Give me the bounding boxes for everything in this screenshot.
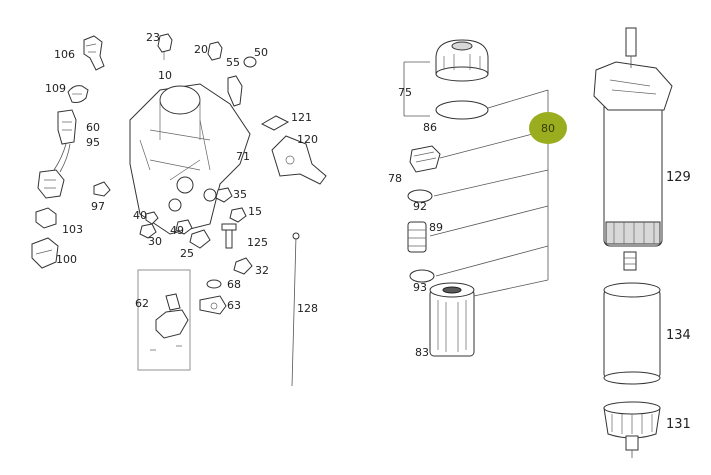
label-120[interactable]: 120: [297, 133, 318, 146]
label-23[interactable]: 23: [146, 31, 160, 44]
label-109[interactable]: 109: [45, 82, 66, 95]
label-129[interactable]: 129: [666, 170, 691, 185]
part-25-fitting[interactable]: [189, 229, 211, 249]
part-103-plug[interactable]: [35, 207, 57, 229]
part-40-plug[interactable]: [145, 211, 159, 225]
label-49[interactable]: 49: [170, 224, 184, 237]
label-128[interactable]: 128: [297, 302, 318, 315]
part-30-fitting[interactable]: [139, 223, 157, 239]
label-97[interactable]: 97: [91, 200, 105, 213]
part-35-fitting[interactable]: [215, 187, 233, 203]
label-103[interactable]: 103: [62, 223, 83, 236]
part-100-connector[interactable]: [31, 237, 59, 269]
part-92-seal[interactable]: [407, 189, 433, 203]
part-121-gasket[interactable]: [260, 115, 290, 131]
part-20-sensor[interactable]: [207, 41, 223, 61]
part-83-filter-element[interactable]: [429, 282, 475, 357]
part-50-cap[interactable]: [243, 56, 257, 68]
label-125[interactable]: 125: [247, 236, 268, 249]
label-68[interactable]: 68: [227, 278, 241, 291]
label-83[interactable]: 83: [415, 346, 429, 359]
part-129-fuel-filter-housing[interactable]: [593, 27, 673, 271]
label-100[interactable]: 100: [56, 253, 77, 266]
part-89-valve[interactable]: [407, 221, 427, 253]
part-93-seal[interactable]: [409, 269, 435, 283]
label-121[interactable]: 121: [291, 111, 312, 124]
part-23-sensor[interactable]: [157, 33, 173, 60]
highlight-circle-80[interactable]: [529, 112, 567, 144]
label-60[interactable]: 60: [86, 121, 100, 134]
label-75[interactable]: 75: [398, 86, 412, 99]
part-120-bracket[interactable]: [271, 135, 327, 185]
label-10[interactable]: 10: [158, 69, 172, 82]
part-68-clip[interactable]: [206, 279, 222, 289]
part-106-connector[interactable]: [83, 35, 105, 71]
part-78-plug[interactable]: [409, 145, 441, 173]
label-131[interactable]: 131: [666, 417, 691, 432]
part-125-bolt[interactable]: [221, 223, 237, 249]
label-78[interactable]: 78: [388, 172, 402, 185]
part-10-filter-housing[interactable]: [129, 83, 251, 235]
part-62-sensor-box[interactable]: [137, 269, 191, 371]
part-75-filter-cap[interactable]: [435, 39, 489, 82]
label-40[interactable]: 40: [133, 209, 147, 222]
label-89[interactable]: 89: [429, 221, 443, 234]
label-30[interactable]: 30: [148, 235, 162, 248]
label-50[interactable]: 50: [254, 46, 268, 59]
part-labels: 106 109 60 95 97 40 103 30 100 23 10 20 …: [45, 31, 691, 432]
label-95[interactable]: 95: [86, 136, 100, 149]
label-62[interactable]: 62: [135, 297, 149, 310]
label-32[interactable]: 32: [255, 264, 269, 277]
label-86[interactable]: 86: [423, 121, 437, 134]
label-106[interactable]: 106: [54, 48, 75, 61]
part-55-valve[interactable]: [227, 75, 243, 107]
part-109-connector[interactable]: [67, 85, 89, 103]
part-86-oring[interactable]: [435, 100, 489, 120]
label-80[interactable]: 80: [541, 122, 555, 135]
label-71[interactable]: 71: [236, 150, 250, 163]
part-15-fitting[interactable]: [229, 207, 247, 223]
label-15[interactable]: 15: [248, 205, 262, 218]
label-63[interactable]: 63: [227, 299, 241, 312]
part-97-clip[interactable]: [93, 181, 111, 197]
part-128-dipstick[interactable]: [291, 232, 300, 387]
label-25[interactable]: 25: [180, 247, 194, 260]
label-35[interactable]: 35: [233, 188, 247, 201]
part-49-fitting[interactable]: [175, 219, 193, 235]
label-93[interactable]: 93: [413, 281, 427, 294]
label-134[interactable]: 134: [666, 328, 691, 343]
part-134-filter-cartridge[interactable]: [603, 282, 661, 385]
label-55[interactable]: 55: [226, 56, 240, 69]
part-60-95-sensor-harness[interactable]: [37, 109, 77, 199]
part-80-leaders: [403, 61, 549, 297]
part-131-filter-bowl[interactable]: [603, 401, 661, 458]
label-92[interactable]: 92: [413, 200, 427, 213]
part-63-bracket[interactable]: [199, 295, 227, 315]
label-20[interactable]: 20: [194, 43, 208, 56]
part-32-fitting[interactable]: [233, 257, 253, 275]
